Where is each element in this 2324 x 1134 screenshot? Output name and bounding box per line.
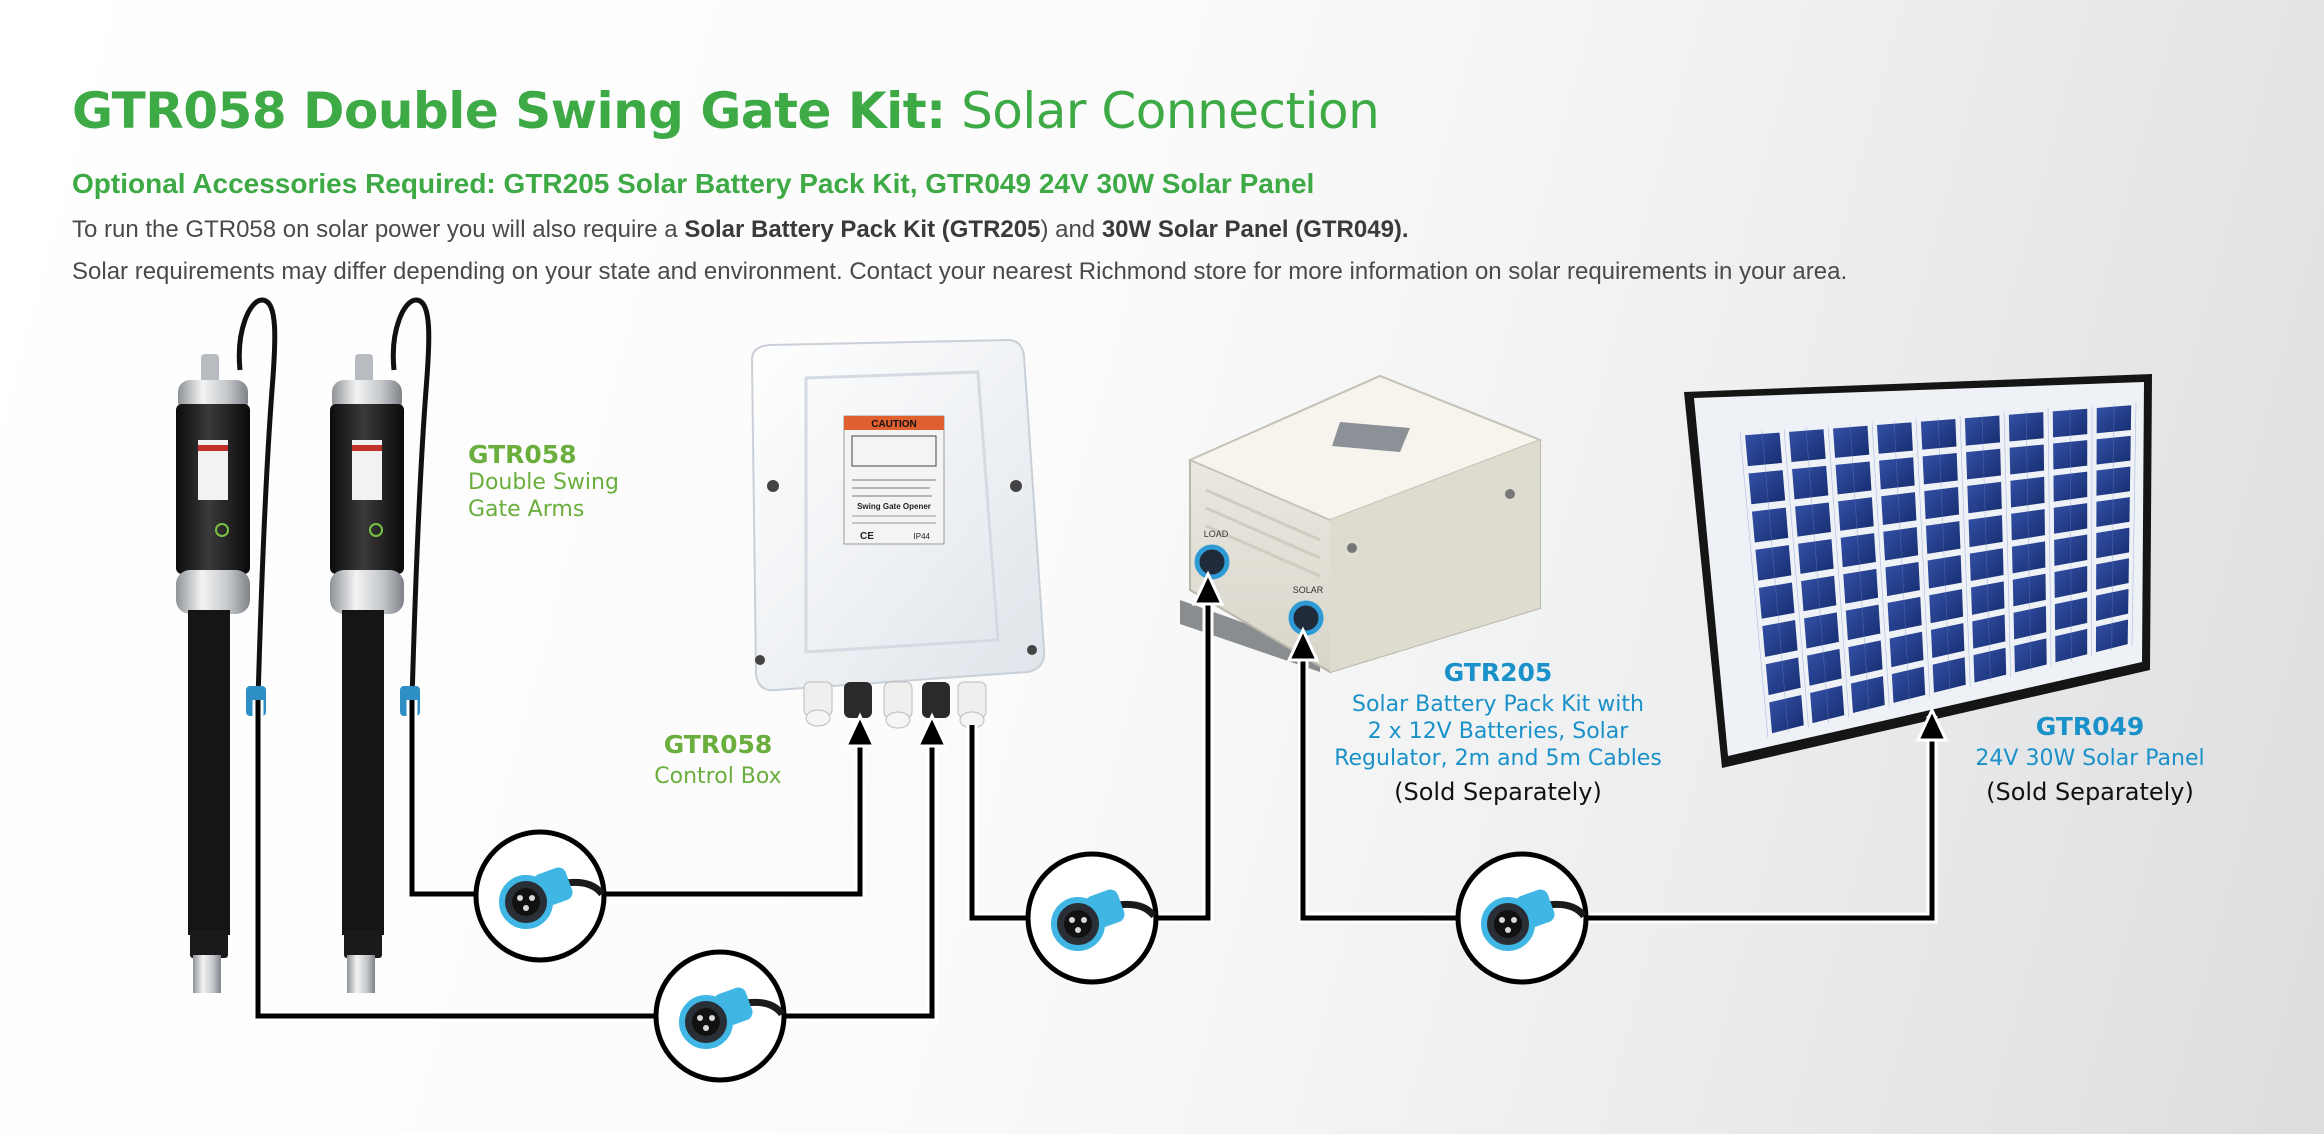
connector-callouts	[473, 829, 1589, 1083]
gate-arms-code: GTR058	[468, 440, 577, 469]
control-box-sticker: CAUTION Swing Gate Opener CE IP44	[843, 415, 945, 545]
battery-pack-box: LOAD SOLAR	[1180, 374, 1543, 674]
gate-arms-line1: Double Swing	[468, 470, 619, 495]
solar-cells	[1739, 401, 2137, 739]
sticker-ce-text: CE	[860, 531, 874, 542]
solar-cell-line	[2069, 406, 2072, 662]
arrow-icon	[1286, 626, 1320, 662]
solar-port-icon	[1288, 600, 1324, 636]
solar-cell-line	[2111, 403, 2115, 652]
battery-pack-code: GTR205	[1443, 658, 1553, 687]
sticker-rating-text: IP44	[914, 532, 931, 541]
solar-panel-name: 24V 30W Solar Panel	[1975, 746, 2205, 771]
sticker-title-text: Swing Gate Opener	[857, 502, 931, 511]
battery-pack-badge	[1332, 422, 1410, 452]
load-port-icon	[1194, 544, 1230, 580]
arrow-icon	[915, 712, 949, 748]
battery-pack-note: (Sold Separately)	[1394, 778, 1602, 806]
control-box-code: GTR058	[663, 730, 773, 759]
solar-cell-line	[1959, 415, 1971, 687]
gate-arm-cable	[236, 297, 278, 701]
gate-arm-mount	[201, 354, 219, 384]
gate-arms-line2: Gate Arms	[468, 497, 585, 522]
solar-cell-line	[1915, 418, 1931, 698]
wire-arm-right-to-box	[409, 700, 863, 897]
solar-panel-code: GTR049	[2035, 712, 2145, 741]
para1-b: Solar Battery Pack Kit (GTR205	[684, 216, 1041, 243]
solar-cell-line	[1937, 416, 1951, 693]
control-box-name: Control Box	[654, 764, 782, 789]
connector-callout-icon	[473, 829, 607, 963]
title-light: Solar Connection	[945, 82, 1380, 140]
solar-cell-line	[1827, 425, 1850, 718]
accessories-subtitle: Optional Accessories Required: GTR205 So…	[72, 168, 1315, 199]
solar-port-label: SOLAR	[1293, 585, 1324, 595]
battery-pack-line1: Solar Battery Pack Kit with	[1352, 692, 1644, 717]
battery-pack-line2: 2 x 12V Batteries, Solar	[1367, 719, 1629, 744]
solar-cell-line	[1871, 421, 1890, 708]
wire-battery-to-panel	[1300, 656, 1935, 921]
gate-arms-label: GTR058 Double Swing Gate Arms	[468, 440, 619, 523]
solar-panel-note: (Sold Separately)	[1986, 778, 2194, 806]
intro-paragraph: To run the GTR058 on solar power you wil…	[72, 216, 1409, 244]
battery-pack-line3: Regulator, 2m and 5m Cables	[1334, 746, 1662, 771]
para1-c: ) and	[1040, 216, 1102, 243]
gate-arm-right	[330, 297, 432, 993]
connector-callout-icon	[1455, 851, 1589, 985]
solar-cell-line	[1783, 428, 1809, 728]
solar-cell-line	[2131, 401, 2137, 647]
solar-cell-line	[2003, 411, 2011, 677]
para1-a: To run the GTR058 on solar power you wil…	[72, 216, 685, 243]
solar-cell-line	[2025, 410, 2032, 672]
title-bold: GTR058 Double Swing Gate Kit:	[72, 82, 946, 140]
solar-cell-line	[2047, 408, 2052, 667]
cable-glands	[803, 681, 987, 729]
requirements-paragraph: Solar requirements may differ depending …	[72, 258, 1848, 285]
wire-arm-left-to-box	[255, 700, 935, 1019]
connector-callout-icon	[653, 949, 787, 1083]
solar-panel-label: GTR049 24V 30W Solar Panel (Sold Separat…	[1940, 712, 2240, 806]
control-box: CAUTION Swing Gate Opener CE IP44	[750, 338, 1046, 729]
solar-cell-line	[1849, 423, 1870, 713]
control-box-label: GTR058 Control Box	[638, 730, 798, 790]
arrow-icon	[1191, 570, 1225, 606]
solar-panel	[1684, 374, 2152, 768]
solar-cell-line	[1981, 413, 1991, 682]
arrow-icon	[1915, 706, 1949, 742]
para1-d: 30W Solar Panel (GTR049).	[1101, 216, 1409, 243]
sticker-caution-text: CAUTION	[871, 419, 917, 430]
solar-cell-line	[1761, 430, 1789, 733]
solar-cell-line	[1805, 426, 1829, 723]
gate-arm-left	[176, 297, 278, 993]
load-port-label: LOAD	[1204, 529, 1229, 539]
connector-callout-icon	[1025, 851, 1159, 985]
solar-cell-line	[1893, 420, 1910, 703]
arrow-icon	[843, 712, 877, 748]
page-title: GTR058 Double Swing Gate Kit: Solar Conn…	[72, 82, 1380, 140]
battery-pack-label: GTR205 Solar Battery Pack Kit with 2 x 1…	[1298, 658, 1698, 806]
wiring	[252, 570, 1949, 1022]
solar-cell-line	[1739, 431, 1769, 739]
